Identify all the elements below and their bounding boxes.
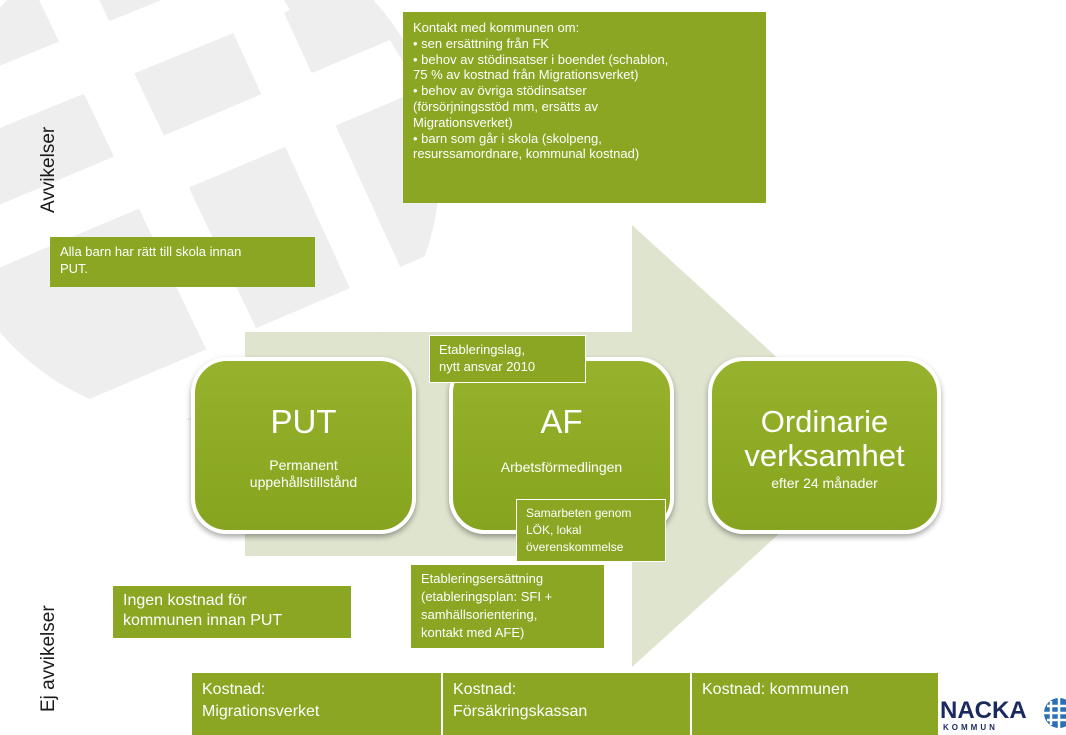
node-af-title: AF bbox=[540, 403, 583, 440]
contact-line: Migrationsverket) bbox=[413, 114, 513, 130]
contact-line: 75 % av kostnad från Migrationsverket) bbox=[413, 67, 639, 83]
node-ordinarie-title: Ordinarie verksamhet bbox=[744, 404, 905, 473]
label-ej-avvikelser: Ej avvikelser bbox=[38, 605, 59, 712]
contact-line: • behov av stödinsatser i boendet (schab… bbox=[413, 51, 669, 67]
contact-box: Kontakt med kommunen om: • sen ersättnin… bbox=[403, 12, 766, 203]
contact-line: (försörjningsstöd mm, ersätts av bbox=[413, 98, 598, 114]
logo-wordmark: NACKA bbox=[940, 697, 1027, 724]
school-note-line: Alla barn har rätt till skola innan bbox=[60, 244, 242, 259]
cost-forsakringskassan: Kostnad: Försäkringskassan bbox=[443, 673, 690, 735]
cost-migrationsverket: Kostnad: Migrationsverket bbox=[192, 673, 441, 735]
node-ordinarie-subtitle: efter 24 månader bbox=[771, 475, 878, 491]
node-put: PUT Permanent uppehållstillstånd bbox=[191, 357, 416, 534]
contact-line: • barn som går i skola (skolpeng, bbox=[413, 130, 602, 146]
watermark-globe bbox=[0, 0, 440, 420]
contact-line: • behov av övriga stödinsatser bbox=[413, 83, 587, 99]
node-ordinarie: Ordinarie verksamhet efter 24 månader bbox=[708, 357, 941, 534]
node-af-subtitle: Arbetsförmedlingen bbox=[500, 459, 623, 475]
contact-line: resurssamordnare, kommunal kostnad) bbox=[413, 146, 640, 162]
school-note-line: PUT. bbox=[60, 261, 89, 276]
nacka-logo: NACKA KOMMUN bbox=[940, 696, 1066, 735]
contact-line: • sen ersättning från FK bbox=[413, 35, 550, 51]
no-cost-note: Ingen kostnad för kommunen innan PUT bbox=[113, 586, 351, 638]
node-put-title: PUT bbox=[270, 403, 337, 440]
samarbete-note: Samarbeten genom LÖK, lokal överenskomme… bbox=[516, 499, 666, 562]
globe-icon bbox=[1044, 698, 1066, 728]
contact-title: Kontakt med kommunen om: bbox=[413, 20, 580, 35]
cost-kommunen: Kostnad: kommunen bbox=[692, 673, 938, 735]
etablering-note: Etableringslag, nytt ansvar 2010 bbox=[429, 335, 586, 383]
label-avvikelser: Avvikelser bbox=[38, 126, 59, 213]
node-put-subtitle: Permanent uppehållstillstånd bbox=[249, 457, 358, 490]
logo-subtext: KOMMUN bbox=[943, 723, 998, 732]
school-note: Alla barn har rätt till skola innan PUT. bbox=[50, 237, 315, 287]
ersattning-note: Etableringsersättning (etableringsplan: … bbox=[411, 565, 604, 648]
